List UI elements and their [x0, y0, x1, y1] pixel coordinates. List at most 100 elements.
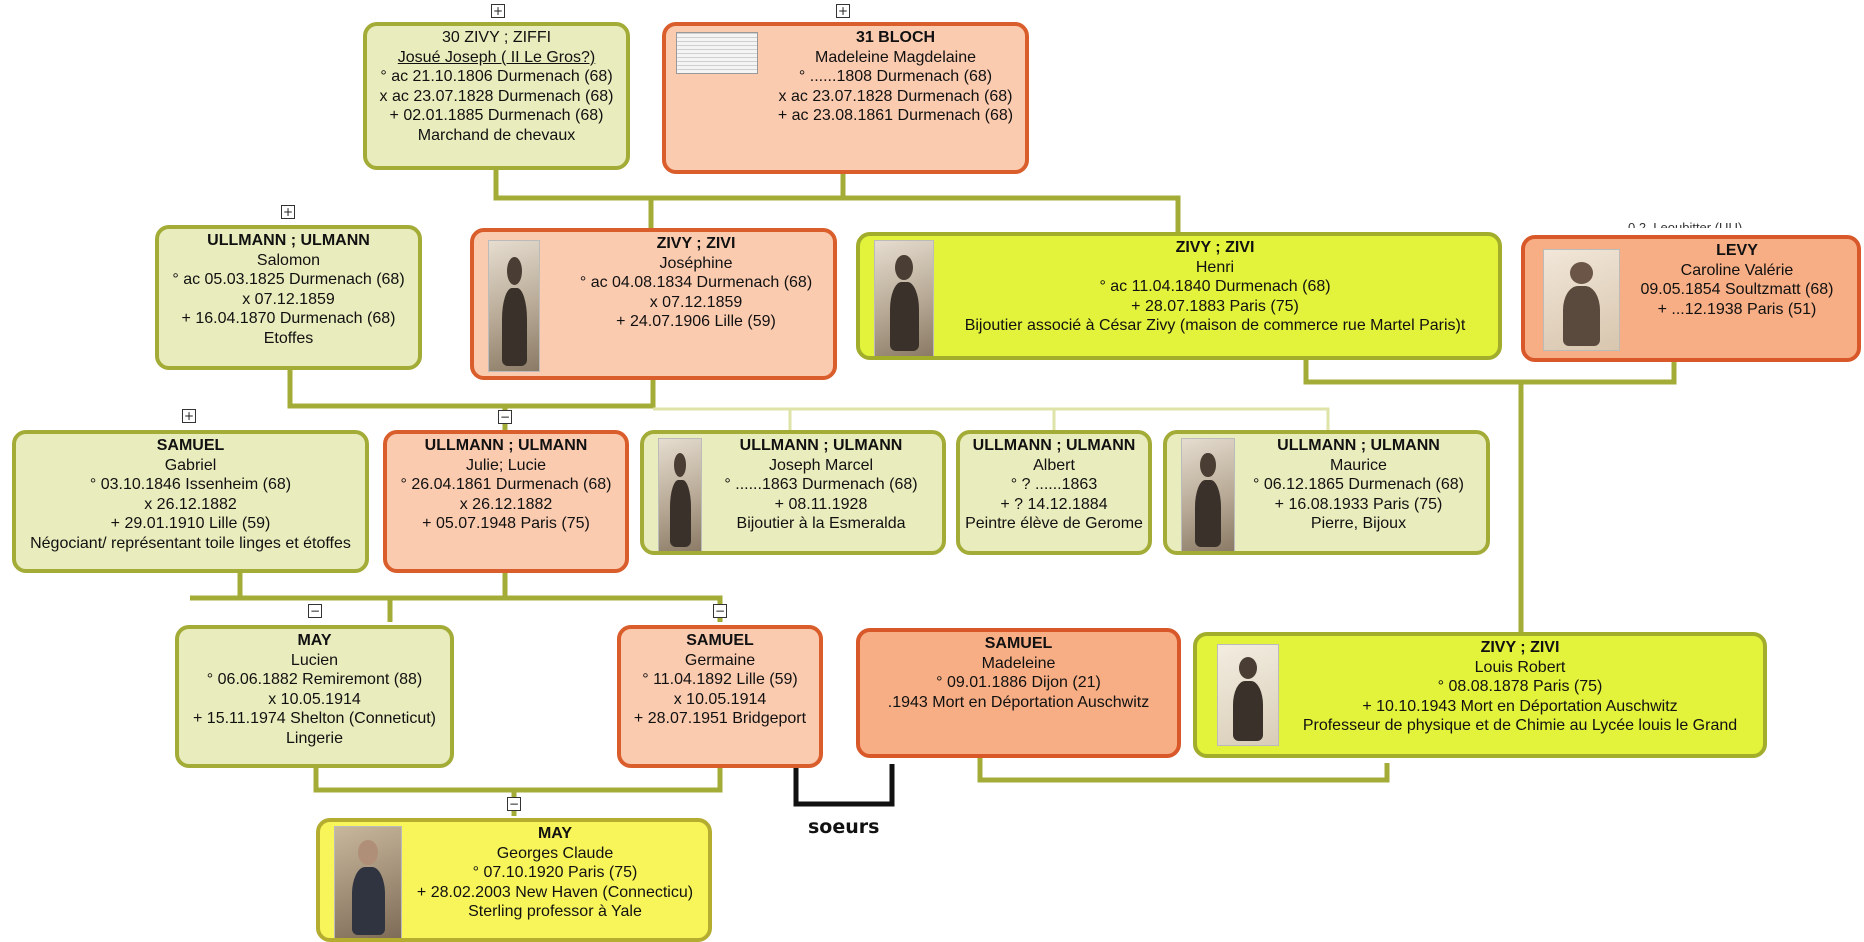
person-line: Caroline Valérie: [1680, 261, 1794, 279]
person-line: 30 ZIVY ; ZIFFI: [441, 29, 552, 46]
person-card-may-lucien[interactable]: MAY Lucien ° 06.06.1882 Remiremont (88) …: [175, 625, 454, 768]
connector-line: [493, 166, 1181, 232]
person-card-may-georges[interactable]: MAY Georges Claude ° 07.10.1920 Paris (7…: [316, 818, 712, 942]
expand-toggle[interactable]: +: [182, 409, 196, 423]
person-card-levy-caroline[interactable]: LEVY Caroline Valérie 09.05.1854 Soultzm…: [1521, 235, 1861, 362]
person-line: Professeur de physique et de Chimie au L…: [1302, 717, 1738, 734]
connector-line: [287, 360, 656, 409]
person-line: Joseph Marcel: [768, 456, 874, 474]
person-line: Sterling professor à Yale: [468, 903, 642, 920]
person-line: Germaine: [684, 651, 756, 669]
expand-toggle[interactable]: +: [836, 4, 850, 18]
person-line: ° 26.04.1861 Durmenach (68): [400, 476, 612, 493]
person-line: Négociant/ représentant toile linges et …: [30, 534, 351, 552]
person-line: ° ac 11.04.1840 Durmenach (68): [1099, 278, 1331, 295]
person-line: x ac 23.07.1828 Durmenach (68): [379, 87, 614, 105]
connector-line: [977, 757, 1390, 783]
person-line: + 10.10.1943 Mort en Déportation Auschwi…: [1362, 697, 1678, 715]
sisters-bracket: [793, 764, 895, 807]
connector-line: [237, 570, 508, 601]
person-line: Pierre, Bijoux: [1310, 515, 1407, 532]
sisters-label: soeurs: [808, 816, 880, 838]
person-line: SAMUEL: [686, 632, 754, 649]
person-line: Marchand de chevaux: [417, 126, 576, 144]
person-line: Julie; Lucie: [465, 456, 547, 474]
person-line: x 07.12.1859: [242, 290, 335, 308]
collapse-toggle[interactable]: −: [498, 410, 512, 424]
person-line: ° 03.10.1846 Issenheim (68): [89, 476, 292, 493]
person-line: ° ......1808 Durmenach (68): [798, 68, 993, 85]
person-line: + 28.07.1883 Paris (75): [1131, 297, 1299, 315]
person-card-zivy-josephine[interactable]: ZIVY ; ZIVI Joséphine ° ac 04.08.1834 Du…: [470, 228, 837, 380]
collapse-toggle[interactable]: −: [507, 797, 521, 811]
person-card-ullmann-maurice[interactable]: ULLMANN ; ULMANN Maurice ° 06.12.1865 Du…: [1163, 430, 1490, 555]
person-card-zivy-louis[interactable]: ZIVY ; ZIVI Louis Robert ° 08.08.1878 Pa…: [1193, 632, 1767, 758]
clipped-text: 0.2. Leoubitter (UU): [1628, 220, 1743, 228]
person-card-ullmann-albert[interactable]: ULLMANN ; ULMANN Albert ° ? ......1863 +…: [956, 430, 1152, 555]
person-card-samuel-germaine[interactable]: SAMUEL Germaine ° 11.04.1892 Lille (59) …: [617, 625, 823, 768]
person-line: ULLMANN ; ULMANN: [1277, 437, 1440, 454]
person-line: SAMUEL: [156, 437, 225, 454]
portrait-photo: [488, 240, 540, 372]
person-line: ° ? ......1863: [1010, 476, 1098, 493]
person-card-zivy-josue[interactable]: 30 ZIVY ; ZIFFI Josué Joseph ( II Le Gro…: [363, 22, 630, 170]
person-line: ULLMANN ; ULMANN: [739, 437, 903, 454]
person-line: Georges Claude: [496, 844, 614, 862]
person-line: x 26.12.1882: [459, 495, 553, 513]
person-line: SAMUEL: [984, 635, 1053, 652]
person-line: + 08.11.1928: [774, 495, 868, 513]
person-line: + ac 23.08.1861 Durmenach (68): [777, 107, 1014, 124]
person-line: + 28.07.1951 Bridgeport: [633, 710, 807, 727]
person-line: x 26.12.1882: [144, 495, 237, 513]
portrait-photo: [334, 826, 402, 938]
person-line: ° ac 04.08.1834 Durmenach (68): [579, 274, 813, 291]
person-line: Madeleine Magdelaine: [815, 48, 976, 66]
person-card-zivy-henri[interactable]: ZIVY ; ZIVI Henri ° ac 11.04.1840 Durmen…: [856, 232, 1502, 360]
collapse-toggle[interactable]: −: [713, 604, 727, 618]
connector-line: [653, 407, 1330, 430]
person-line: ZIVY ; ZIVI: [656, 235, 736, 252]
person-line: Henri: [1195, 258, 1235, 276]
person-line: x 10.05.1914: [673, 690, 767, 708]
person-line: + 24.07.1906 Lille (59): [616, 313, 776, 330]
person-line: + 28.02.2003 New Haven (Connecticu): [416, 883, 694, 901]
person-line: x ac 23.07.1828 Durmenach (68): [778, 87, 1013, 105]
person-card-ullmann-salomon[interactable]: ULLMANN ; ULMANN Salomon ° ac 05.03.1825…: [155, 225, 422, 370]
person-card-ullmann-julie[interactable]: ULLMANN ; ULMANN Julie; Lucie ° 26.04.18…: [383, 430, 629, 573]
person-line: .1943 Mort en Déportation Auschwitz: [887, 693, 1150, 711]
portrait-photo: [1217, 644, 1279, 746]
connector-line: [313, 762, 723, 793]
person-line: + 16.04.1870 Durmenach (68): [181, 310, 396, 327]
person-line: ZIVY ; ZIVI: [1175, 239, 1255, 256]
portrait-photo: [1181, 438, 1235, 551]
person-line: ° 07.10.1920 Paris (75): [472, 864, 638, 881]
expand-toggle[interactable]: +: [281, 205, 295, 219]
person-line: Albert: [1033, 456, 1075, 474]
collapse-toggle[interactable]: −: [308, 604, 322, 618]
person-card-samuel-madeleine[interactable]: SAMUEL Madeleine ° 09.01.1886 Dijon (21)…: [856, 628, 1181, 758]
person-line: ULLMANN ; ULMANN: [972, 437, 1136, 454]
connector-line: [1303, 360, 1677, 385]
person-line: Etoffes: [263, 329, 314, 347]
person-line: 09.05.1854 Soultzmatt (68): [1640, 281, 1834, 298]
person-line: ° 09.01.1886 Dijon (21): [936, 674, 1101, 691]
person-line: Gabriel: [164, 456, 217, 474]
person-line: + 05.07.1948 Paris (75): [422, 515, 590, 532]
person-line: + 29.01.1910 Lille (59): [110, 515, 271, 532]
person-line: Lingerie: [286, 729, 343, 747]
person-line: LEVY: [1716, 242, 1758, 259]
person-line: + 15.11.1974 Shelton (Conneticut): [193, 710, 436, 727]
person-line: ° ac 05.03.1825 Durmenach (68): [172, 271, 405, 288]
person-line: Bijoutier à la Esmeralda: [736, 515, 906, 532]
person-line: Joséphine: [659, 254, 733, 272]
person-card-ullmann-joseph[interactable]: ULLMANN ; ULMANN Joseph Marcel ° ......1…: [640, 430, 946, 555]
document-thumbnail: [676, 32, 758, 74]
person-line: Salomon: [256, 251, 321, 269]
person-card-samuel-gabriel[interactable]: SAMUEL Gabriel ° 03.10.1846 Issenheim (6…: [12, 430, 369, 573]
person-line: Maurice: [1330, 456, 1387, 474]
person-line: MAY: [297, 632, 332, 649]
person-card-bloch-madeleine[interactable]: 31 BLOCH Madeleine Magdelaine ° ......18…: [662, 22, 1029, 174]
person-line: Bijoutier associé à César Zivy (maison d…: [964, 317, 1466, 334]
expand-toggle[interactable]: +: [491, 4, 505, 18]
